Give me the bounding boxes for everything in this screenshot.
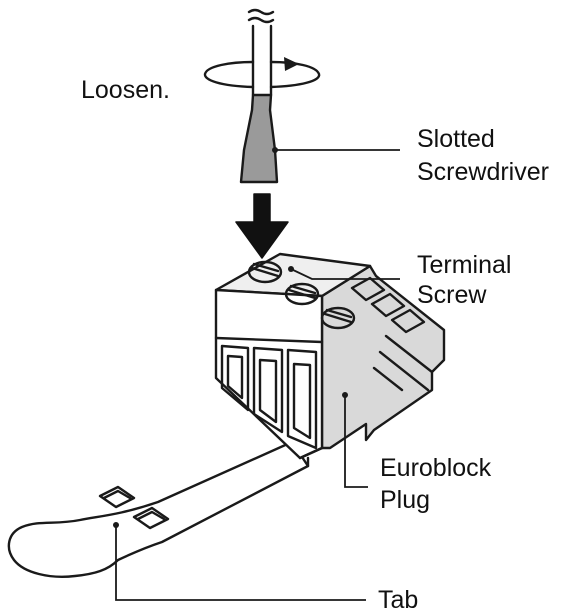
shaft-break-mark-bottom — [247, 16, 275, 24]
terminal-screw-3 — [320, 306, 356, 330]
label-loosen: Loosen. — [81, 76, 170, 104]
label-euroblock-line2: Plug — [380, 486, 430, 514]
terminal-screw-2 — [284, 282, 320, 306]
screwdriver-tip — [239, 93, 279, 184]
down-arrow-icon — [235, 193, 289, 259]
plug-tab — [7, 440, 310, 578]
wire-entry-1 — [350, 276, 386, 302]
slotted-screwdriver — [239, 8, 279, 184]
tab-hole-1 — [98, 485, 136, 509]
leader-lines — [113, 147, 400, 601]
euroblock-plug-leader — [344, 395, 368, 488]
label-euroblock-line1: Euroblock — [380, 454, 492, 482]
rotation-arrow-icon — [203, 57, 321, 89]
terminal-screws — [247, 260, 356, 330]
label-tab: Tab — [378, 586, 418, 614]
label-terminal-line2: Screw — [417, 281, 487, 309]
terminal-screw-leader — [290, 268, 400, 280]
tab-leader — [115, 525, 366, 601]
wire-entry-3 — [390, 308, 426, 334]
screwdriver-shaft — [251, 24, 273, 97]
shaft-break-mark-top — [247, 8, 275, 16]
tab-hole-2 — [132, 506, 170, 530]
wire-entry-2 — [370, 292, 406, 318]
label-screwdriver-line1: Slotted — [417, 125, 495, 153]
terminal-screw-1 — [247, 260, 283, 284]
label-terminal-line1: Terminal — [417, 251, 511, 279]
label-screwdriver-line2: Screwdriver — [417, 158, 549, 186]
euroblock-plug — [214, 252, 446, 460]
